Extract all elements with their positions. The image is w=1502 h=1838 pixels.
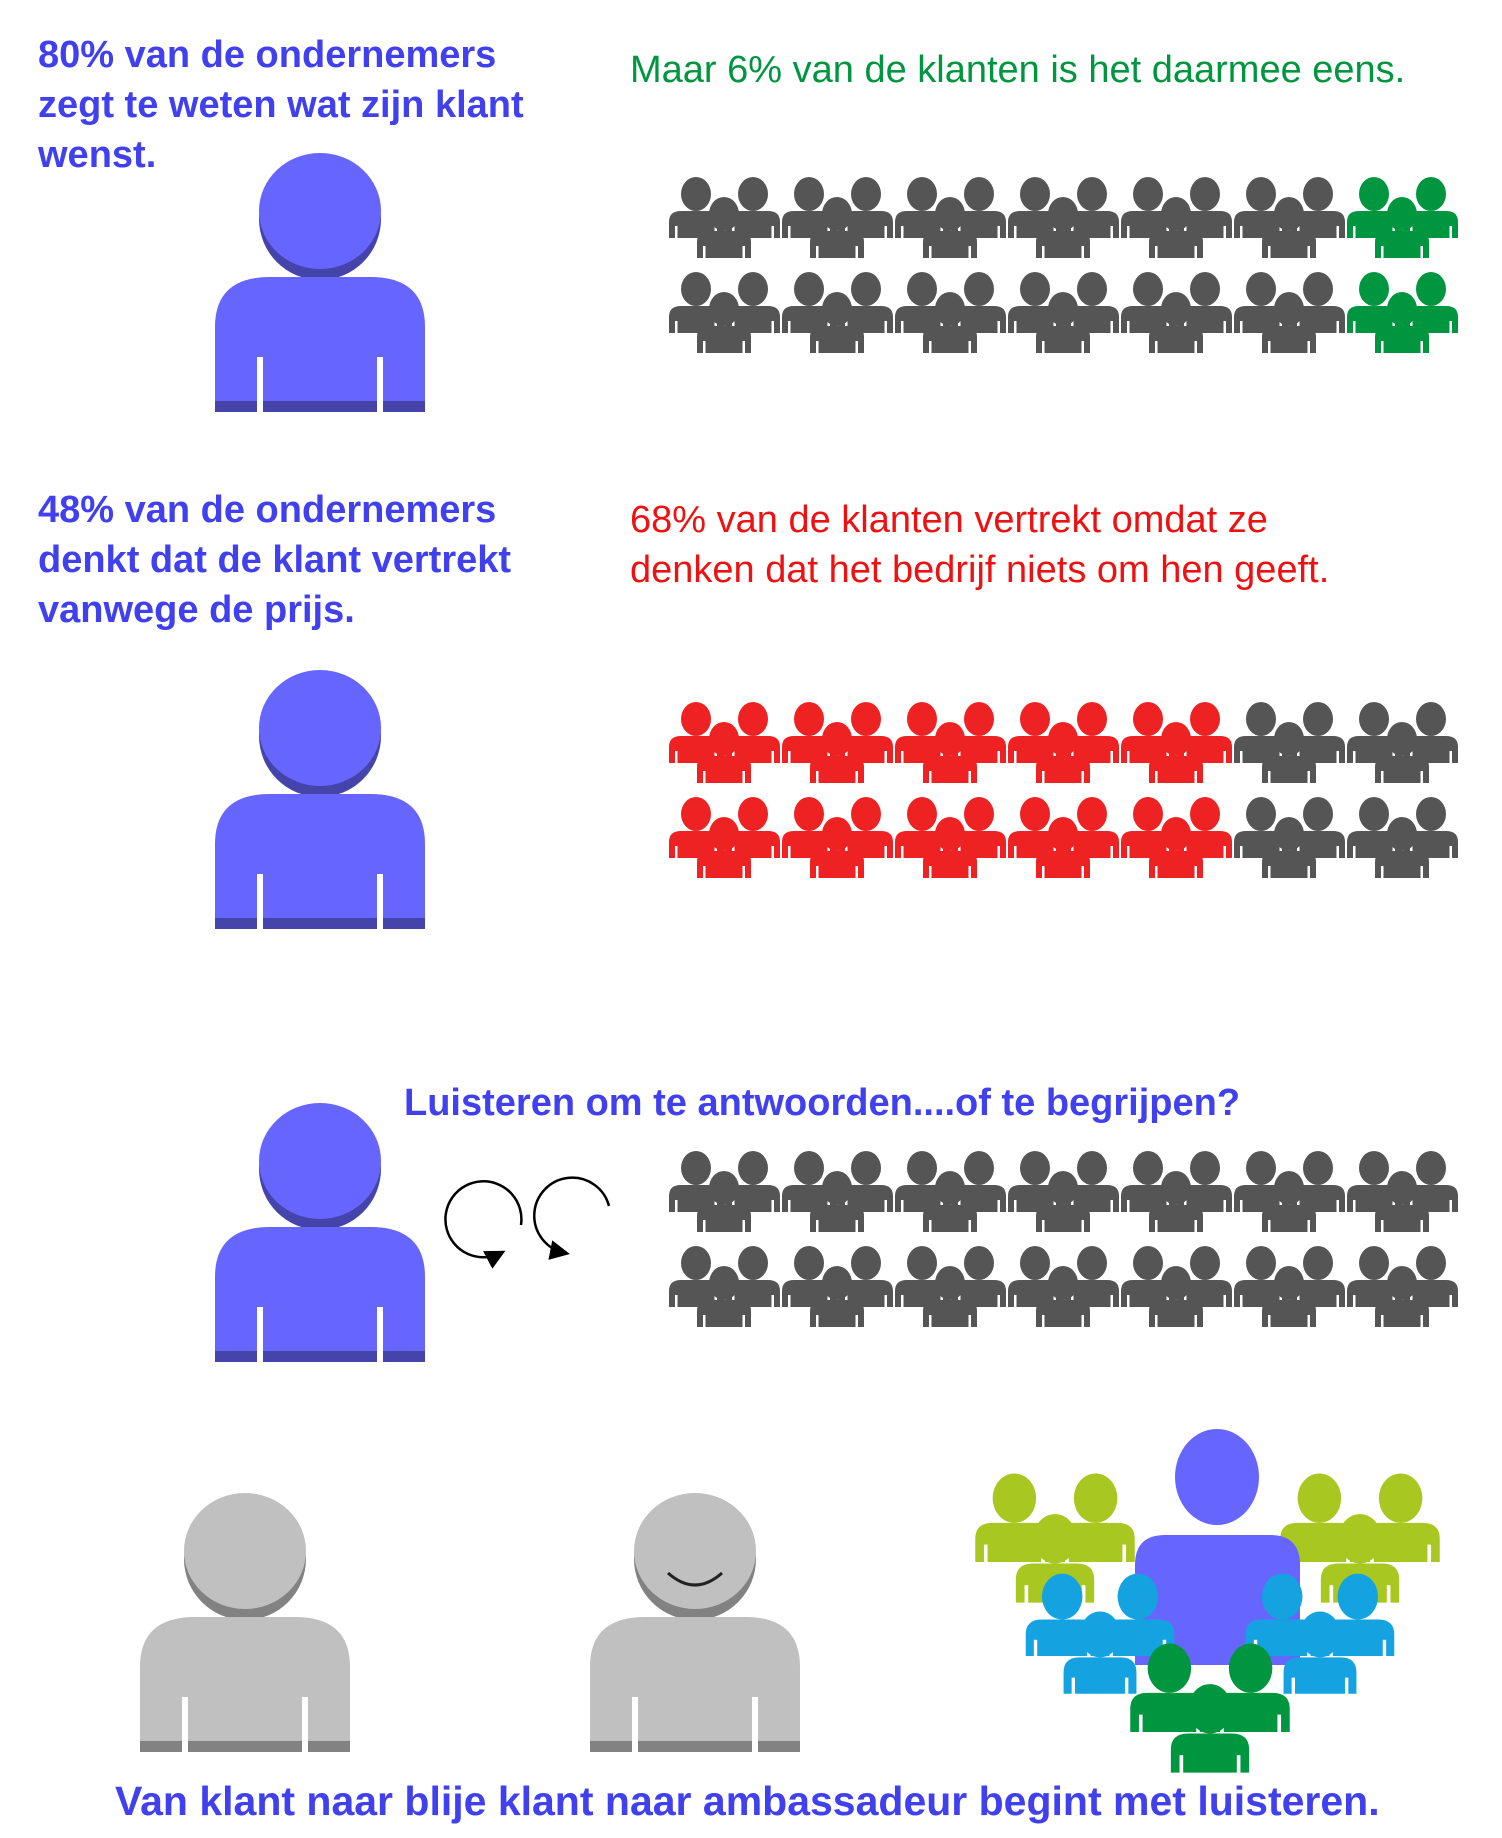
- people-group-icon: [669, 1151, 1458, 1328]
- person-icon: [215, 670, 425, 930]
- crowd-group: [782, 177, 893, 354]
- crowd-group: [1008, 1151, 1119, 1328]
- crowd-group: [895, 702, 1006, 879]
- crowd-group: [1121, 702, 1232, 879]
- person-icon: [215, 153, 425, 413]
- customer-leave-stat: 68% van de klanten vertrekt omdat ze den…: [630, 499, 1330, 591]
- crowd-group: [1234, 177, 1345, 354]
- crowd-group: [1234, 702, 1345, 879]
- customer-agree-stat: Maar 6% van de klanten is het daarmee ee…: [630, 49, 1406, 91]
- rotate-arrows-icon: [444, 1176, 611, 1269]
- owner-claim-price: 48% van de ondernemers denkt dat de klan…: [38, 489, 512, 631]
- smiling-person-icon: [590, 1493, 800, 1753]
- ambassador-crowd-icon: [975, 1429, 1440, 1775]
- crowd-group: [1347, 177, 1458, 354]
- person-icon: [215, 1103, 425, 1363]
- crowd-group: [1234, 1151, 1345, 1328]
- crowd-group: [669, 702, 780, 879]
- person-icon: [140, 1493, 350, 1753]
- crowd-group: [1347, 702, 1458, 879]
- people-group-icon: [669, 702, 1458, 879]
- crowd-group: [782, 702, 893, 879]
- crowd-group: [895, 177, 1006, 354]
- footer-message: Van klant naar blije klant naar ambassad…: [115, 1778, 1380, 1824]
- crowd-group: [895, 1151, 1006, 1328]
- crowd-group: [1347, 1151, 1458, 1328]
- listening-question: Luisteren om te antwoorden....of te begr…: [404, 1082, 1241, 1124]
- crowd-group: [1121, 1151, 1232, 1328]
- crowd-group: [1008, 177, 1119, 354]
- crowd-group: [669, 177, 780, 354]
- crowd-group: [1121, 177, 1232, 354]
- people-group-icon: [669, 177, 1458, 354]
- crowd-group: [669, 1151, 780, 1328]
- crowd-group: [1008, 702, 1119, 879]
- crowd-group: [782, 1151, 893, 1328]
- owner-claim-know-customer: 80% van de ondernemers zegt te weten wat…: [38, 34, 524, 176]
